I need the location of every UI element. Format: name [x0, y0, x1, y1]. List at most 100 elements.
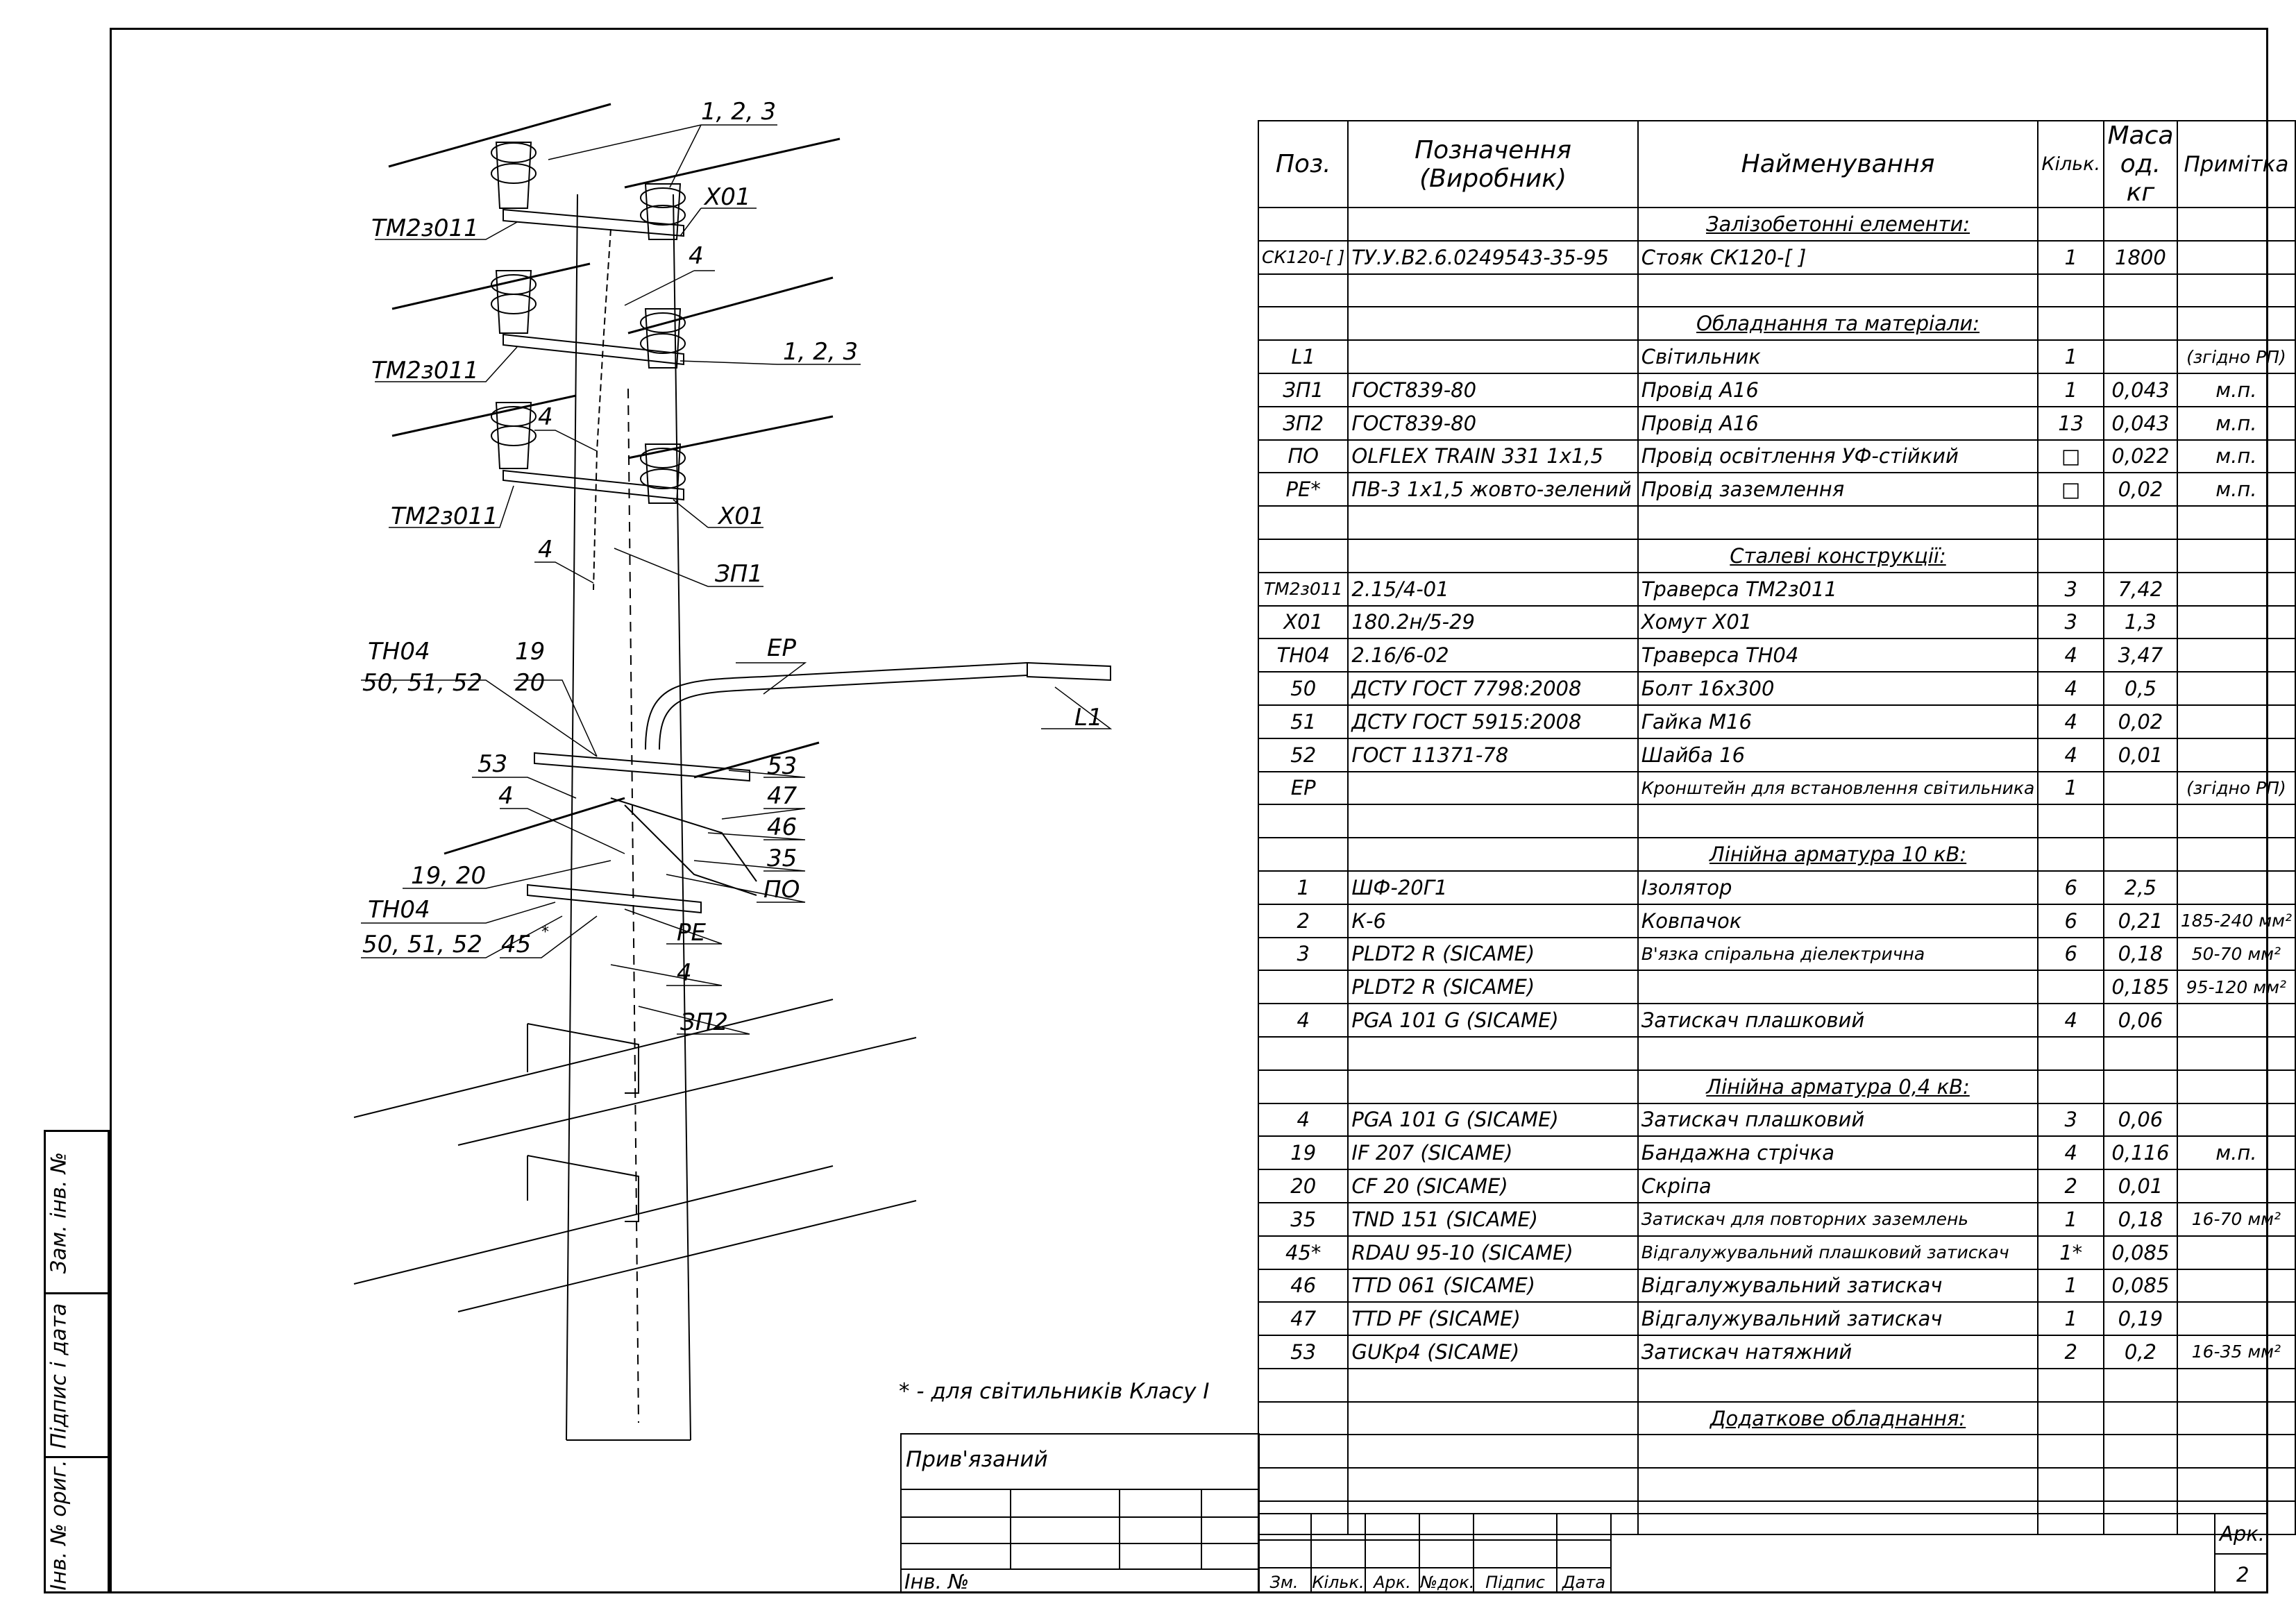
cell-des: 2.16/6-02 [1347, 638, 1639, 673]
cell-name: Траверса ТН04 [1637, 638, 2039, 673]
label-th04-a: ТН04 [368, 638, 430, 666]
cell-qty: 6 [2037, 936, 2105, 972]
cell-mass: 0,18 [2103, 936, 2178, 972]
label-ep: ЕР [767, 634, 796, 662]
cell-pos: 4 [1257, 1102, 1349, 1137]
cell-qty [2037, 1500, 2105, 1535]
cell-des [1347, 837, 1639, 872]
spec-header-row: Поз. Позначення (Виробник) Найменування … [1257, 120, 2296, 208]
cell-mass: 0,01 [2103, 737, 2178, 772]
cell-name: Стояк СК120-[ ] [1637, 239, 2039, 275]
cell-pos [1257, 970, 1349, 1005]
cell-des: PLDT2 R (SICAME) [1347, 936, 1639, 972]
cell-qty: 3 [2037, 571, 2105, 607]
cell-note [2176, 1235, 2296, 1270]
revision-col: Арк. [1366, 1513, 1420, 1593]
cell-name [1637, 1500, 2039, 1535]
cell-note [2176, 571, 2296, 607]
cell-name [1637, 970, 2039, 1005]
cell-des: ДСТУ ГОСТ 5915:2008 [1347, 704, 1639, 739]
cell-mass: 0,18 [2103, 1201, 2178, 1237]
cell-name: Болт 16х300 [1637, 671, 2039, 706]
label-4-b: 4 [538, 403, 553, 431]
label-47: 47 [767, 782, 797, 810]
cell-name: Світильник [1637, 339, 2039, 374]
cell-pos [1257, 273, 1349, 308]
cell-pos [1257, 1401, 1349, 1436]
cell-name: Відгалужувальний затискач [1637, 1301, 2039, 1337]
cell-qty [2037, 207, 2105, 242]
cell-pos [1257, 207, 1349, 242]
cell-name [1637, 1434, 2039, 1469]
cell-pos: 45* [1257, 1235, 1349, 1270]
cell-mass: 0,043 [2103, 372, 2178, 407]
cell-mass: 7,42 [2103, 571, 2178, 607]
cell-des [1347, 538, 1639, 573]
cell-mass [2103, 837, 2178, 872]
cell-des [1347, 770, 1639, 806]
cell-pos [1257, 1035, 1349, 1071]
cell-des [1347, 207, 1639, 242]
cell-note [2176, 1169, 2296, 1203]
sheet-number: 2 [2236, 1563, 2249, 1587]
cell-des: RDAU 95-10 (SICAME) [1347, 1235, 1639, 1270]
spec-empty-row [1257, 273, 2296, 308]
header-pos: Поз. [1257, 120, 1349, 208]
svg-text:*: * [541, 924, 549, 941]
cell-mass: 0,06 [2103, 1102, 2178, 1137]
cell-qty: 4 [2037, 1003, 2105, 1038]
cell-pos: L1 [1257, 339, 1349, 374]
cell-name: Провід освітлення УФ-стійкий [1637, 439, 2039, 474]
specification-table: Поз. Позначення (Виробник) Найменування … [1257, 120, 2296, 1535]
pole-drawing: 1, 2, 3 Х01 ТМ2з011 4 ТМ2з011 1, 2, 3 4 … [353, 98, 1209, 1441]
cell-qty [2037, 1367, 2105, 1403]
cell-des: PLDT2 R (SICAME) [1347, 970, 1639, 1005]
cell-note [2176, 239, 2296, 275]
header-note: Примітка [2176, 120, 2296, 208]
label-4-d: 4 [498, 782, 514, 810]
cell-pos [1257, 1434, 1349, 1469]
cell-qty [2037, 273, 2105, 308]
bracket-ep [645, 662, 1028, 750]
revision-col-label: №док. [1420, 1573, 1475, 1592]
cell-des [1347, 1500, 1639, 1535]
cell-mass [2103, 505, 2178, 540]
cell-qty: 4 [2037, 737, 2105, 772]
cell-des: CF 20 (SICAME) [1347, 1169, 1639, 1203]
cell-qty [2037, 1401, 2105, 1436]
cell-qty [2037, 505, 2105, 540]
cell-name: Ізолятор [1637, 870, 2039, 905]
cell-qty: 1 [2037, 1201, 2105, 1237]
cell-mass [2103, 1401, 2178, 1436]
cell-pos: ЗП2 [1257, 405, 1349, 441]
spec-empty-row [1257, 505, 2296, 540]
cell-mass: 2,5 [2103, 870, 2178, 905]
cell-mass [2103, 1500, 2178, 1535]
cell-pos: ТМ2з011 [1257, 571, 1349, 607]
cell-note [2176, 273, 2296, 308]
cell-mass: 0,185 [2103, 970, 2178, 1005]
pole-body [566, 194, 691, 1441]
cell-mass [2103, 273, 2178, 308]
label-505152-a: 50, 51, 52 [362, 669, 482, 697]
spec-empty-row [1257, 1434, 2296, 1469]
cell-qty: 3 [2037, 604, 2105, 640]
cell-name: Відгалужувальний затискач [1637, 1268, 2039, 1303]
cell-des: PGA 101 G (SICAME) [1347, 1102, 1639, 1137]
cell-pos: ЗП1 [1257, 372, 1349, 407]
cell-des: ГОСТ839-80 [1347, 372, 1639, 407]
cell-pos: ТН04 [1257, 638, 1349, 673]
cell-qty [2037, 804, 2105, 839]
label-tm-c: ТМ2з011 [391, 502, 498, 530]
traverse-th04-2 [527, 883, 702, 914]
cell-note: м.п. [2176, 372, 2296, 407]
label-35: 35 [767, 845, 797, 872]
cell-pos: 3 [1257, 936, 1349, 972]
